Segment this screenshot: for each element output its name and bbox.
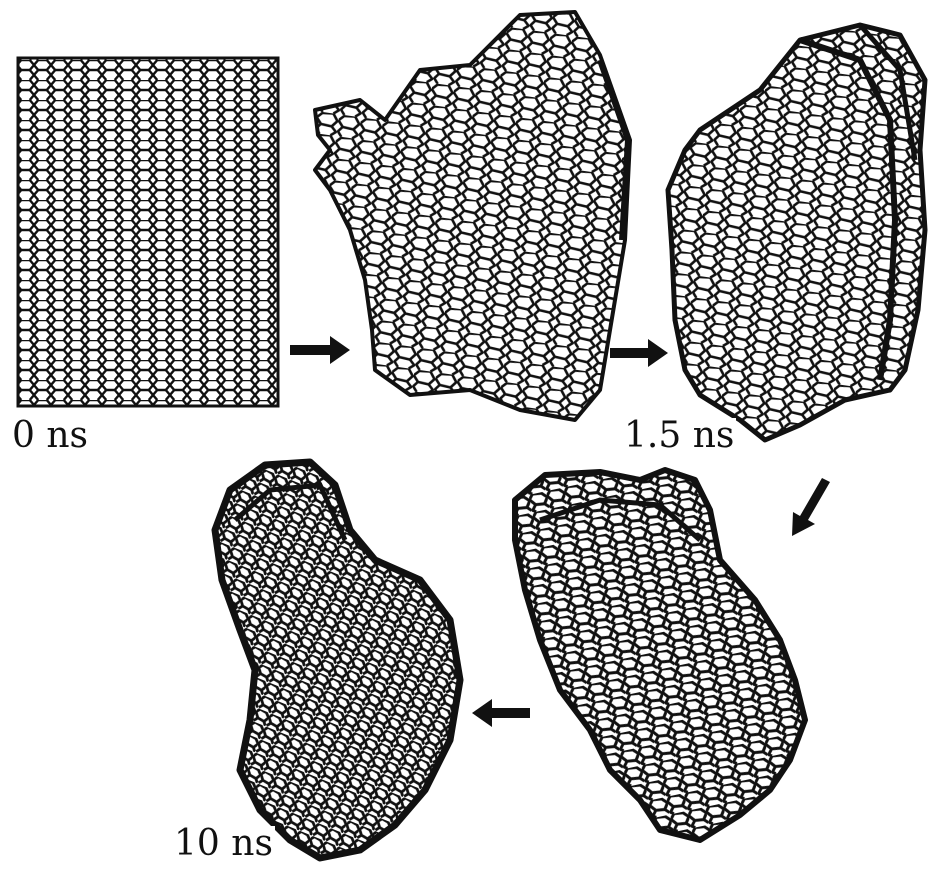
- frame-5-compact-blob: [215, 462, 460, 858]
- frame-2-folded-sheet: [668, 25, 925, 440]
- time-label-0ns: 0 ns: [10, 418, 90, 454]
- frame-0-flat-sheet: [18, 58, 278, 406]
- left-arrow-icon: [472, 699, 530, 727]
- frame-4-compact-blob: [515, 470, 805, 840]
- time-label-1-5ns: 1.5 ns: [622, 418, 736, 454]
- right-arrow-icon: [290, 336, 350, 364]
- frame-1-curling-sheet: [315, 12, 630, 420]
- right-arrow-icon: [610, 339, 668, 367]
- time-label-10ns: 10 ns: [172, 826, 275, 862]
- down-left-arrow-icon: [792, 478, 830, 536]
